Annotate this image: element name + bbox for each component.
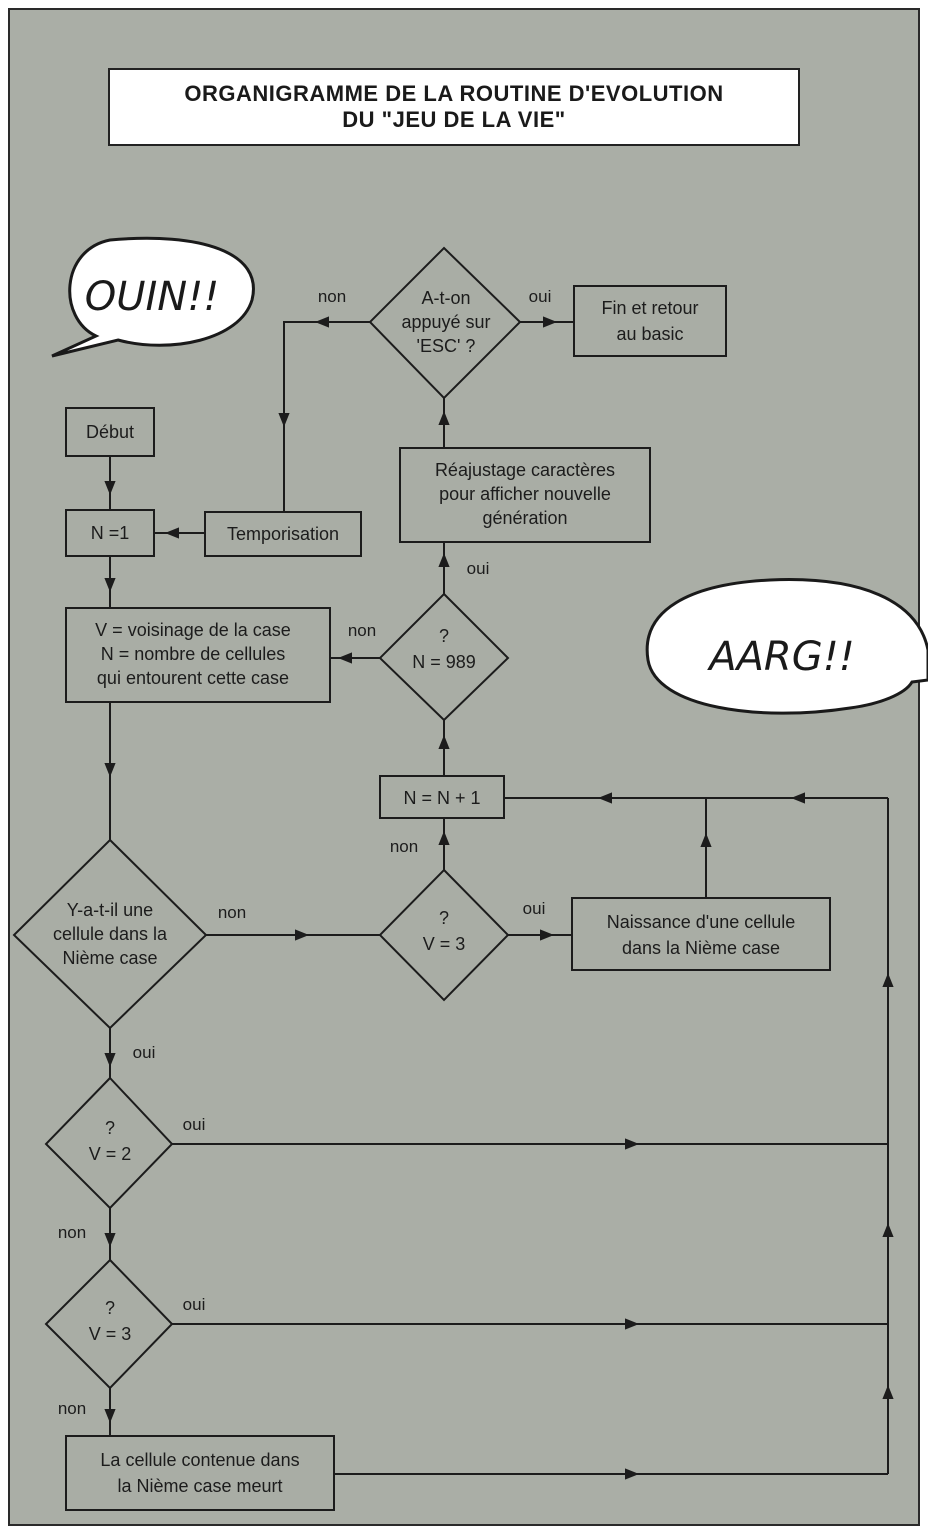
connectors (104, 316, 894, 1480)
reajustage-box (399, 447, 651, 543)
esc-non-label: non (318, 287, 346, 306)
cellule-line-2: cellule dans la (53, 924, 168, 944)
bubble-left: OUIN!! (51, 236, 255, 358)
v3-bottom-line-2: V = 3 (89, 1324, 132, 1344)
cellule-diamond (12, 838, 208, 1030)
bubble-right: AARG!! (645, 578, 928, 715)
v3-bottom-line-1: ? (105, 1298, 115, 1318)
esc-line-1: A-t-on (421, 288, 470, 308)
n-init-label: N =1 (91, 523, 130, 543)
start-box (65, 407, 155, 457)
v3-top-line-2: V = 3 (423, 934, 466, 954)
naissance-box (571, 897, 831, 971)
cellule-line-1: Y-a-t-il une (67, 900, 153, 920)
v3-bottom-diamond (44, 1258, 174, 1390)
naissance-line-2: dans la Nième case (622, 938, 780, 958)
v3-bottom-non-label: non (58, 1399, 86, 1418)
meurt-line-1: La cellule contenue dans (100, 1450, 299, 1470)
cellule-non-label: non (218, 903, 246, 922)
end-line-2: au basic (616, 324, 683, 344)
meurt-line-2: la Nième case meurt (117, 1476, 282, 1496)
bubble-right-text: AARG!! (706, 634, 855, 680)
naissance-line-1: Naissance d'une cellule (607, 912, 796, 932)
title-line-1: ORGANIGRAMME DE LA ROUTINE D'EVOLUTION (184, 81, 724, 106)
end-box (573, 285, 727, 357)
reajustage-line-3: génération (482, 508, 567, 528)
temporisation-box (204, 511, 362, 557)
v3-top-diamond (378, 868, 510, 1002)
n989-line-1: ? (439, 626, 449, 646)
v3-top-oui-label: oui (523, 899, 546, 918)
n-init-box (65, 509, 155, 557)
reajustage-line-1: Réajustage caractères (435, 460, 615, 480)
temporisation-label: Temporisation (227, 524, 339, 544)
esc-line-2: appuyé sur (401, 312, 490, 332)
voisinage-line-1: V = voisinage de la case (95, 620, 291, 640)
nplus1-non-label: non (390, 837, 418, 856)
v3-bottom-oui-label: oui (183, 1295, 206, 1314)
v2-diamond (44, 1076, 174, 1210)
title-box: ORGANIGRAMME DE LA ROUTINE D'EVOLUTION D… (108, 68, 800, 146)
reajustage-oui-label: oui (467, 559, 490, 578)
v2-line-1: ? (105, 1118, 115, 1138)
voisinage-box (65, 607, 331, 703)
esc-line-3: 'ESC' ? (417, 336, 476, 356)
cellule-oui-label: oui (133, 1043, 156, 1062)
reajustage-line-2: pour afficher nouvelle (439, 484, 611, 504)
n989-diamond (378, 592, 510, 722)
voisinage-line-3: qui entourent cette case (97, 668, 289, 688)
n-increment-label: N = N + 1 (403, 788, 480, 808)
end-line-1: Fin et retour (601, 298, 698, 318)
n989-line-2: N = 989 (412, 652, 476, 672)
v2-line-2: V = 2 (89, 1144, 132, 1164)
voisinage-line-2: N = nombre de cellules (101, 644, 286, 664)
esc-oui-label: oui (529, 287, 552, 306)
v2-oui-label: oui (183, 1115, 206, 1134)
esc-diamond (368, 246, 522, 400)
start-label: Début (86, 422, 134, 442)
meurt-box (65, 1435, 335, 1511)
cellule-line-3: Nième case (62, 948, 157, 968)
n989-non-label: non (348, 621, 376, 640)
title-line-2: DU "JEU DE LA VIE" (342, 107, 566, 132)
n-increment-box (379, 775, 505, 819)
v2-non-label: non (58, 1223, 86, 1242)
v3-top-line-1: ? (439, 908, 449, 928)
bubble-left-text: OUIN!! (85, 274, 220, 320)
